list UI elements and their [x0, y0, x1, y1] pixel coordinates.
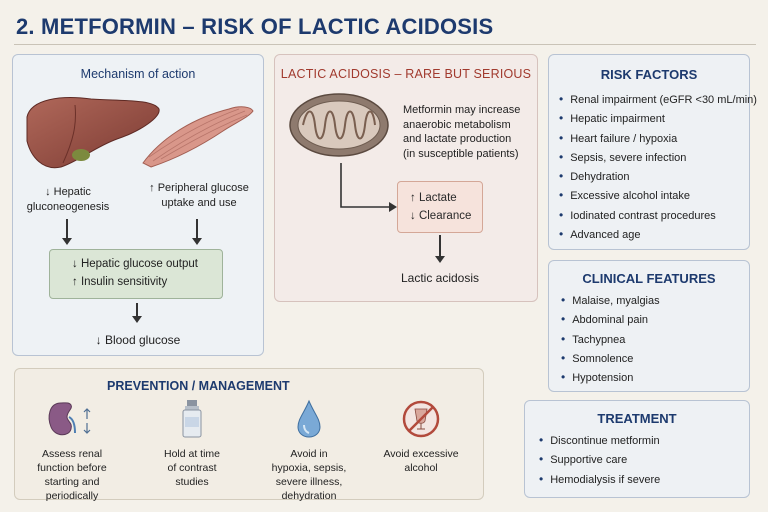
lactic-acidosis-panel: LACTIC ACIDOSIS – RARE BUT SERIOUS Metfo…	[274, 54, 538, 302]
list-item: Advanced age	[559, 225, 757, 244]
list-item: Discontinue metformin	[539, 431, 660, 450]
title-divider	[14, 44, 756, 45]
arrow-to-lactate-box	[340, 163, 397, 212]
list-item: Abdominal pain	[561, 310, 660, 329]
arrow-to-lactic-acidosis	[435, 235, 445, 263]
list-item: Malaise, myalgias	[561, 291, 659, 310]
list-item: Iodinated contrast procedures	[559, 206, 757, 225]
risk-factors-panel: RISK FACTORS Renal impairment (eGFR <30 …	[548, 54, 757, 250]
mitochondrion-icon	[289, 93, 389, 157]
arrow-box-to-result	[132, 303, 142, 323]
prevention-item-contrast: Hold at time of contrast studies	[149, 399, 235, 489]
arrow-muscle-to-box	[192, 219, 202, 245]
risk-factors-title: RISK FACTORS	[600, 67, 698, 82]
liver-effect-label: ↓ Hepatic gluconeogenesis	[26, 186, 110, 213]
arrow-liver-to-box	[62, 219, 72, 245]
prevention-item-alcohol: Avoid excessive alcohol	[375, 399, 467, 475]
list-item: Excessive alcohol intake	[559, 186, 757, 205]
muscle-icon	[142, 106, 254, 168]
mechanism-title: Mechanism of action	[80, 67, 196, 81]
prevention-label-alcohol: Avoid excessive alcohol	[383, 448, 459, 474]
glucose-output-line: ↓ Hepatic glucose output	[72, 258, 198, 270]
list-item: Tachypnea	[561, 330, 660, 349]
prevention-panel: PREVENTION / MANAGEMENT Assess renal fun…	[14, 368, 484, 503]
clinical-features-title: CLINICAL FEATURES	[582, 271, 716, 286]
water-drop-icon	[297, 399, 321, 438]
list-item: Hepatic impairment	[559, 109, 757, 128]
lactate-box: ↑ Lactate ↓ Clearance	[397, 181, 483, 233]
treatment-list: Discontinue metformin Supportive care He…	[539, 431, 660, 489]
contrast-vial-icon	[182, 400, 202, 438]
lactic-acidosis-result: Lactic acidosis	[400, 271, 480, 285]
page-title: 2. METFORMIN – RISK OF LACTIC ACIDOSIS	[16, 14, 494, 39]
lactate-line: ↑ Lactate	[410, 192, 457, 204]
kidney-icon	[48, 402, 91, 436]
treatment-panel: TREATMENT Discontinue metformin Supporti…	[524, 400, 750, 498]
list-item: Hypotension	[561, 368, 660, 387]
lactic-description: Metformin may increase anaerobic metabol…	[403, 104, 521, 160]
clearance-line: ↓ Clearance	[410, 210, 472, 222]
mechanism-panel: Mechanism of action ↓ Hepatic gluconeoge…	[12, 54, 264, 356]
liver-icon	[26, 97, 160, 169]
prevention-label-contrast: Hold at time of contrast studies	[163, 448, 221, 488]
blood-glucose-result: ↓ Blood glucose	[95, 333, 181, 347]
risk-factors-list: Renal impairment (eGFR <30 mL/min) Hepat…	[559, 90, 757, 244]
lactic-acidosis-title: LACTIC ACIDOSIS – RARE BUT SERIOUS	[280, 67, 532, 81]
glucose-output-box: ↓ Hepatic glucose output ↑ Insulin sensi…	[49, 249, 223, 299]
no-alcohol-icon	[402, 400, 440, 438]
list-item: Sepsis, severe infection	[559, 148, 757, 167]
list-item: Somnolence	[561, 349, 660, 368]
list-item: Dehydration	[559, 167, 757, 186]
prevention-label-hypoxia: Avoid in hypoxia, sepsis, severe illness…	[271, 448, 347, 502]
prevention-item-hypoxia: Avoid in hypoxia, sepsis, severe illness…	[257, 399, 361, 503]
clinical-features-list: Malaise, myalgias Abdominal pain Tachypn…	[561, 291, 660, 387]
list-item: Supportive care	[539, 450, 660, 469]
clinical-features-panel: CLINICAL FEATURES Malaise, myalgias Abdo…	[548, 260, 750, 392]
list-item: Renal impairment (eGFR <30 mL/min)	[559, 90, 757, 109]
prevention-item-renal: Assess renal function before starting an…	[29, 399, 115, 503]
muscle-effect-label: ↑ Peripheral glucose uptake and use	[149, 182, 249, 209]
insulin-sensitivity-line: ↑ Insulin sensitivity	[72, 276, 168, 288]
prevention-title: PREVENTION / MANAGEMENT	[107, 379, 290, 393]
treatment-title: TREATMENT	[597, 411, 677, 426]
prevention-label-renal: Assess renal function before starting an…	[37, 448, 107, 502]
list-item: Heart failure / hypoxia	[559, 129, 757, 148]
list-item: Hemodialysis if severe	[539, 470, 660, 489]
